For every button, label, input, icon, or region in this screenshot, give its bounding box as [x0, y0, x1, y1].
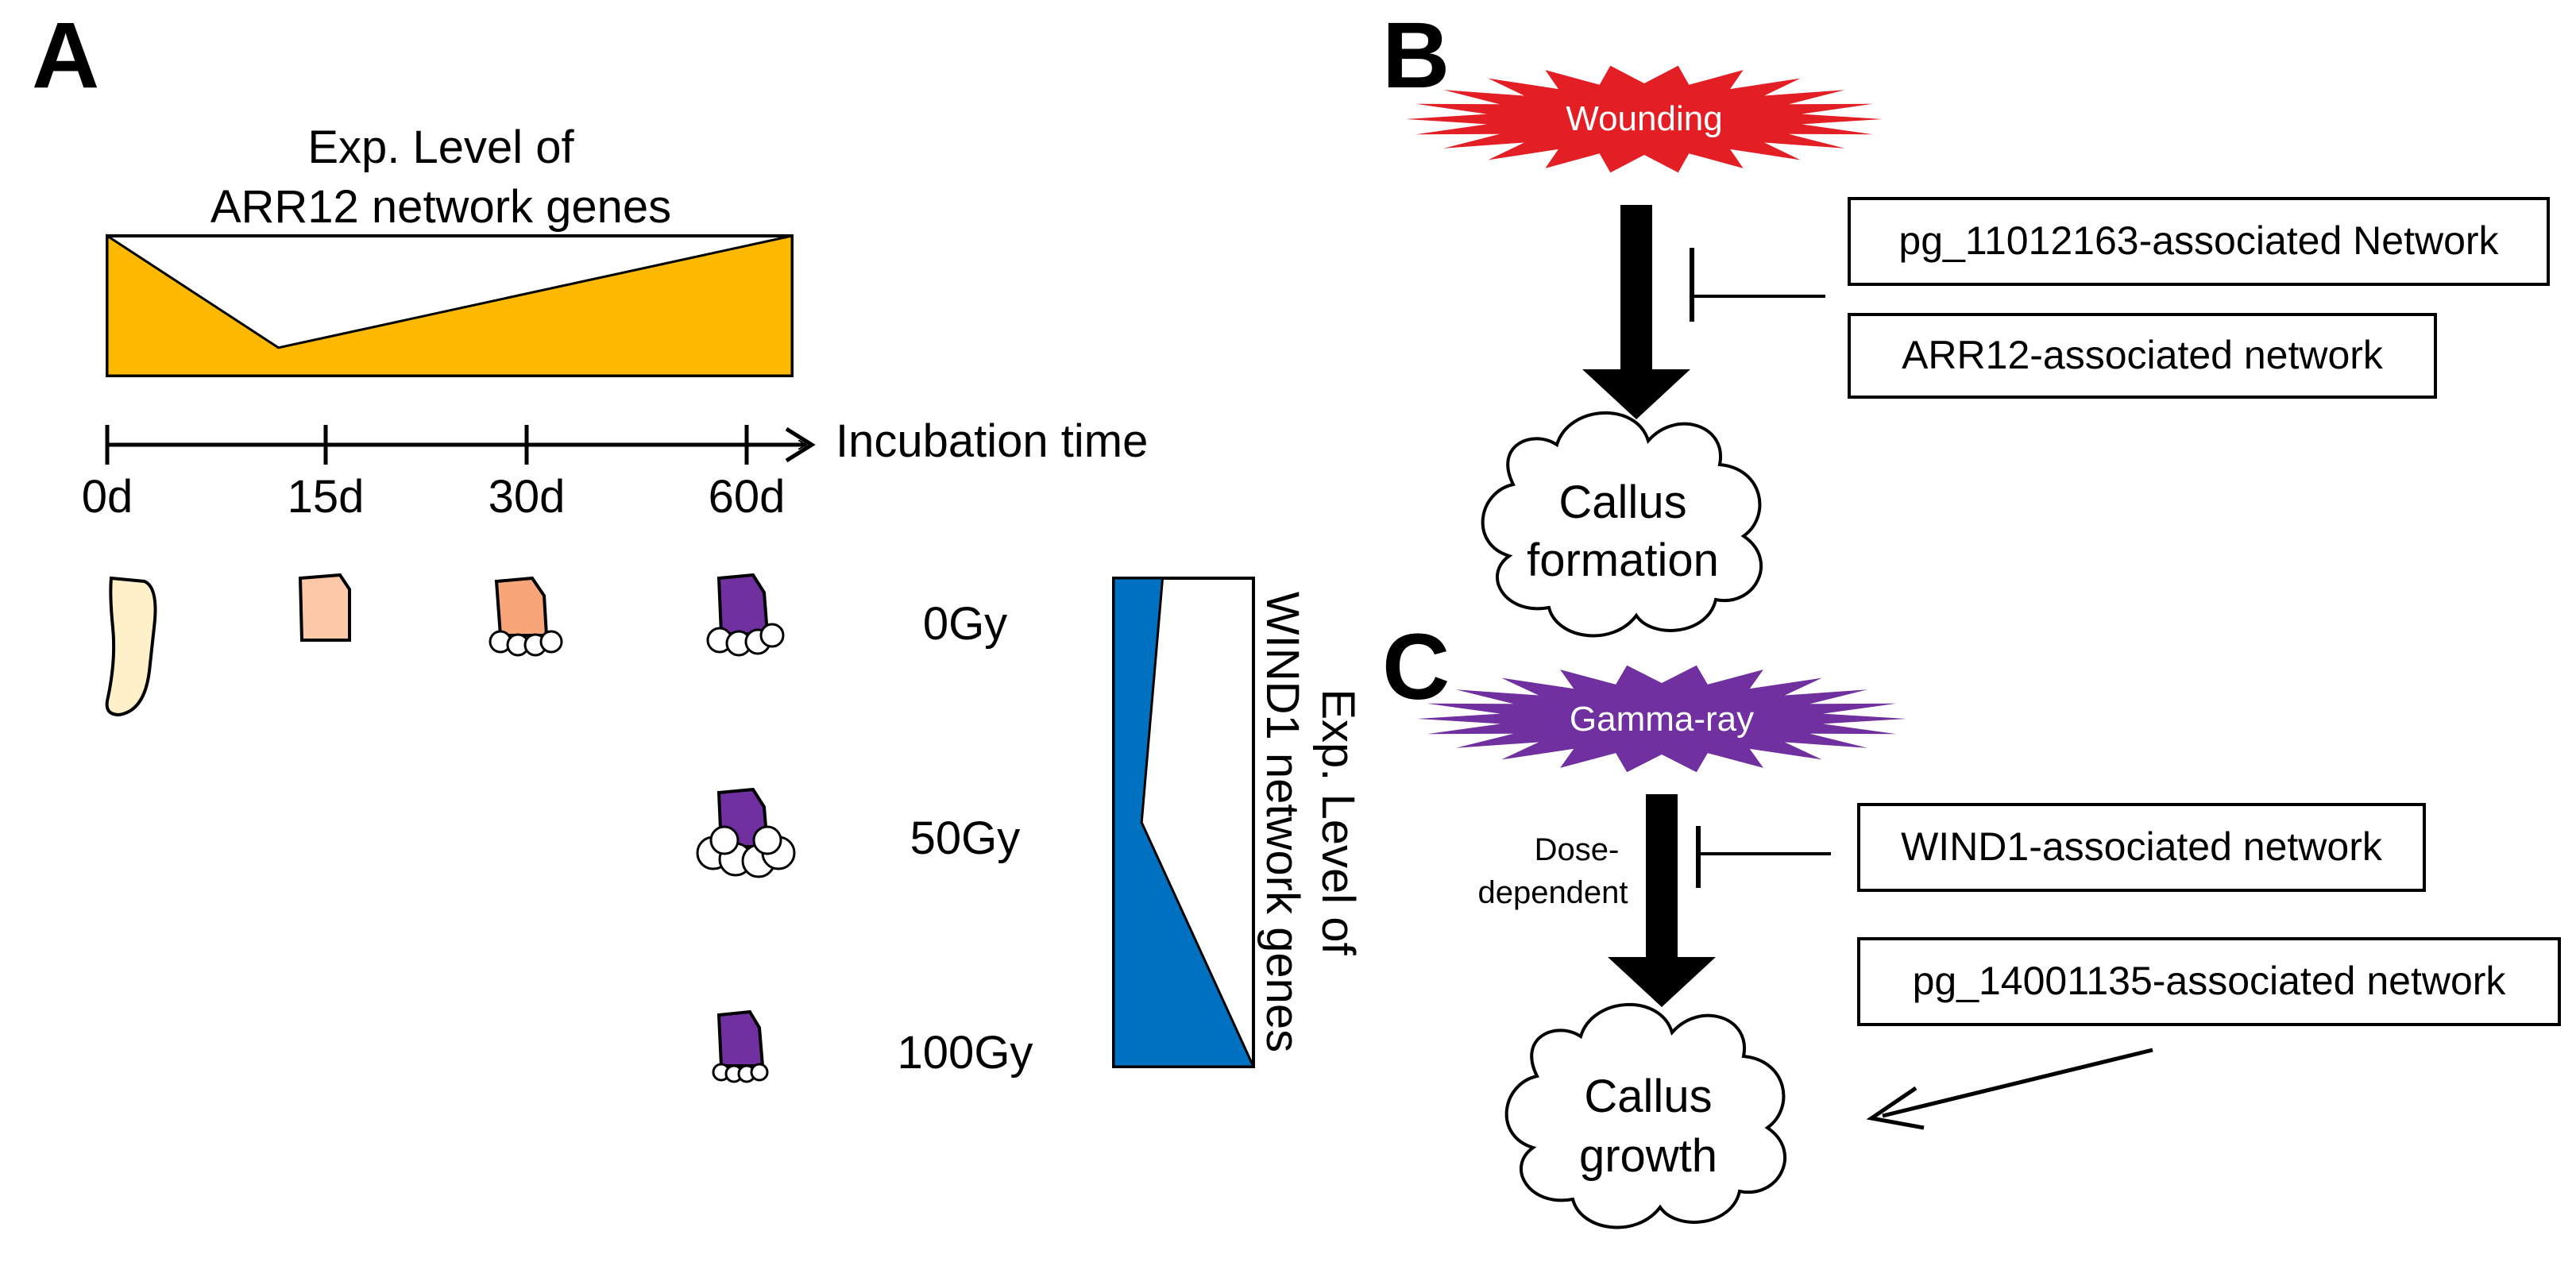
dose-dependent-line2: dependent — [1477, 875, 1628, 910]
arr12-label-line1: Exp. Level of — [307, 122, 574, 173]
panel-a: A Exp. Level of ARR12 network genes Incu… — [32, 3, 1364, 1083]
inhibition-symbol-b — [1690, 248, 1825, 322]
time-label-30d: 30d — [489, 471, 566, 523]
callus-formation-cloud — [1481, 411, 1763, 638]
inhibition-symbol-c — [1696, 826, 1831, 888]
panel-b: B Wounding pg_11012163-associated Networ… — [1382, 3, 2550, 638]
explant-day15 — [298, 573, 351, 642]
pg-14001135-network-label: pg_14001135-associated network — [1913, 959, 2507, 1003]
gamma-to-callus-arrow — [1608, 794, 1716, 1007]
timeline-label: Incubation time — [836, 415, 1148, 467]
callus-growth-cloud — [1504, 1003, 1787, 1229]
gamma-ray-label: Gamma-ray — [1570, 700, 1754, 739]
callus-formation-line1: Callus — [1558, 477, 1686, 528]
wounding-to-callus-arrow — [1582, 205, 1690, 419]
explant-60d-50gy — [696, 787, 796, 878]
arr12-network-box — [1848, 313, 2437, 399]
wounding-label: Wounding — [1566, 99, 1722, 138]
wind1-network-label: WIND1-associated network — [1901, 824, 2383, 869]
callus-formation-line2: formation — [1527, 535, 1719, 586]
panel-a-letter: A — [32, 3, 99, 108]
time-label-0d: 0d — [82, 471, 133, 523]
time-label-60d: 60d — [709, 471, 786, 523]
arr12-network-label: ARR12-associated network — [1902, 333, 2384, 377]
panel-b-letter: B — [1382, 3, 1450, 108]
wind1-label-line1: Exp. Level of — [1312, 689, 1364, 955]
arr12-expression-area — [106, 233, 794, 377]
explant-day30 — [489, 576, 563, 657]
pg-11012163-network-label: pg_11012163-associated Network — [1898, 218, 2499, 263]
explant-60d-100gy — [712, 1009, 769, 1083]
wind1-label-line2: WIND1 network genes — [1257, 592, 1308, 1052]
panel-c-letter: C — [1382, 615, 1450, 720]
wind1-expression-area — [1112, 577, 1256, 1068]
incubation-timeline — [105, 425, 816, 465]
explant-60d-0gy — [706, 573, 785, 657]
arr12-label-line2: ARR12 network genes — [210, 181, 671, 233]
dose-label-50gy: 50Gy — [910, 812, 1021, 864]
dose-label-0gy: 0Gy — [923, 598, 1007, 650]
time-label-15d: 15d — [288, 471, 365, 523]
callus-growth-line1: Callus — [1584, 1071, 1712, 1122]
callus-growth-line2: growth — [1579, 1130, 1717, 1182]
dose-dependent-line1: Dose- — [1535, 832, 1620, 867]
pg-11012163-network-box — [1848, 197, 2550, 286]
wounding-burst — [1406, 65, 1883, 173]
explant-day0 — [105, 576, 157, 717]
wind1-network-box — [1857, 803, 2426, 892]
dose-label-100gy: 100Gy — [898, 1027, 1033, 1079]
promotion-arrow — [1866, 1048, 2153, 1130]
pg-14001135-network-box — [1857, 937, 2561, 1026]
gamma-ray-burst — [1417, 665, 1906, 773]
panel-c: C Gamma-ray Dose- dependent WIND1-associ… — [1382, 615, 2561, 1229]
